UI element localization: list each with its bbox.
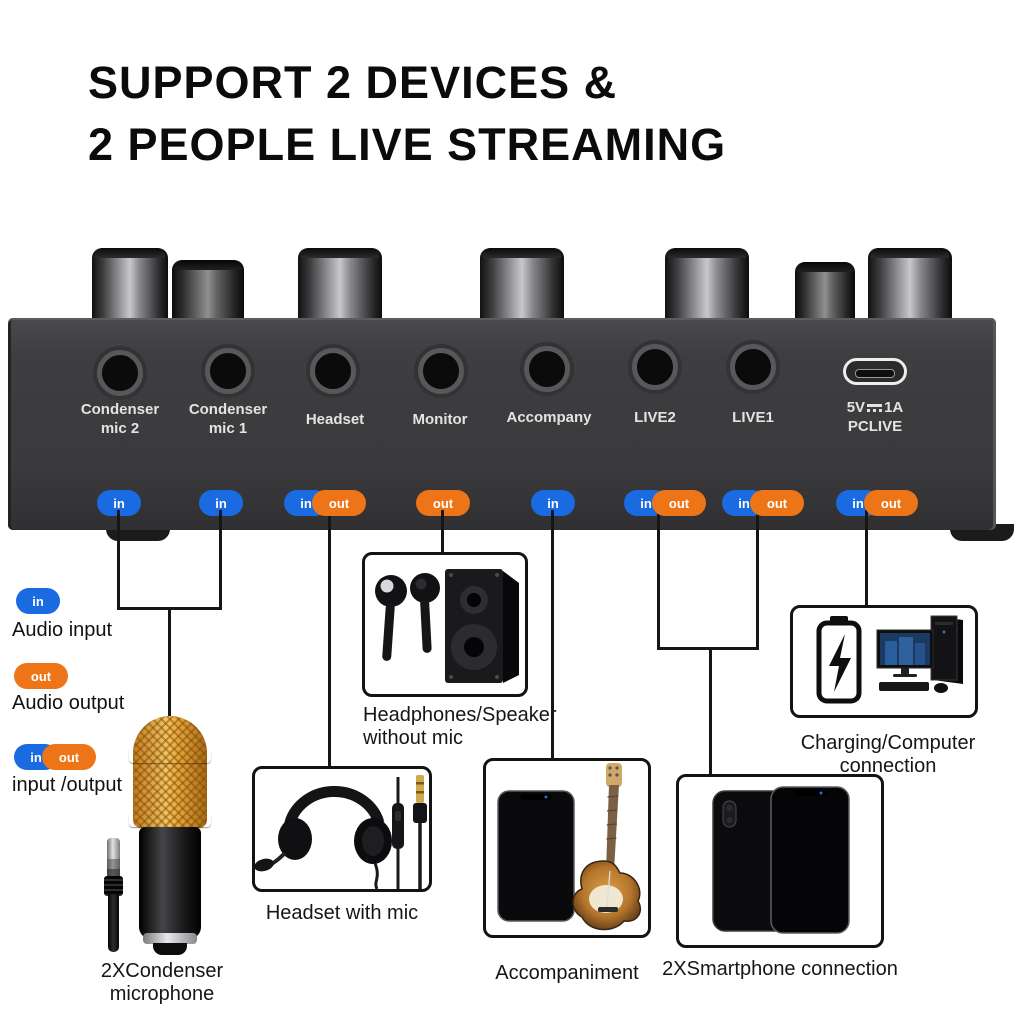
speaker-icon (445, 569, 519, 683)
port-label-condenser-mic-1: Condenser mic 1 (188, 401, 268, 437)
legend-in-badge: in (16, 588, 60, 614)
in-badge: in (531, 490, 575, 516)
out-badge: out (864, 490, 918, 516)
title-line-1: SUPPORT 2 DEVICES & (88, 57, 618, 108)
jack-condenser-mic-1 (205, 348, 251, 394)
mic-mesh (133, 716, 207, 828)
connector-monitor (441, 510, 444, 554)
connector-mic1 (219, 510, 222, 610)
mic-rim-top (129, 748, 211, 763)
smartphone-box (676, 774, 884, 948)
connector-mic-bridge (117, 607, 222, 610)
smartphone-label: 2XSmartphone connection (662, 958, 898, 980)
jack-headset (310, 348, 356, 394)
in-badge: in (97, 490, 141, 516)
smartphone-image (712, 786, 850, 934)
headset-image (254, 775, 427, 890)
port-label-headset: Headset (305, 411, 365, 428)
mic-silver-ring (143, 933, 197, 944)
connector-live2 (657, 510, 660, 650)
accompaniment-box (483, 758, 651, 938)
badge-accompany: in (531, 490, 575, 516)
mic-body (139, 827, 201, 939)
audio-jack-icon (413, 775, 427, 889)
charging-computer-label: Charging/Computer connection (800, 732, 976, 777)
headphones-speaker-label: Headphones/Speaker without mic (363, 704, 557, 749)
legend-audio-output: Audio output (12, 692, 125, 714)
jack-live2 (632, 344, 678, 390)
smartphone-icon (497, 790, 575, 922)
jack-monitor (418, 348, 464, 394)
legend-audio-input: Audio input (12, 619, 113, 641)
phone-front-icon (770, 786, 850, 934)
knob-6 (795, 262, 855, 322)
out-badge: out (652, 490, 706, 516)
dc-symbol-icon (867, 404, 883, 412)
connector-live1 (756, 510, 759, 650)
battery-charging-icon (816, 616, 862, 704)
knob-1 (92, 248, 168, 322)
badge-pclive: in out (836, 490, 918, 516)
mic-base (153, 943, 187, 955)
badge-live1: in out (722, 490, 804, 516)
charging-computer-image (816, 615, 963, 704)
connector-accompany (551, 510, 554, 760)
jack-condenser-mic-2 (97, 350, 143, 396)
desktop-computer-icon (876, 615, 963, 693)
knob-4 (480, 248, 564, 322)
connector-mic-drop (168, 610, 171, 718)
connector-pclive (865, 510, 868, 607)
port-label-condenser-mic-2: Condenser mic 2 (80, 401, 160, 437)
port-label-live1: LIVE1 (732, 409, 774, 426)
connector-live-bridge (657, 647, 759, 650)
headset-box (252, 766, 432, 892)
out-badge: out (312, 490, 366, 516)
port-label-monitor: Monitor (412, 411, 468, 428)
jack-live1 (730, 344, 776, 390)
knob-5 (665, 248, 749, 322)
guitar-icon (572, 763, 642, 931)
accompaniment-label: Accompaniment (495, 962, 639, 984)
knob-2 (172, 260, 244, 322)
headset-label: Headset with mic (265, 902, 419, 924)
inline-remote-icon (392, 777, 404, 889)
title-line-2: 2 PEOPLE LIVE STREAMING (88, 119, 727, 170)
badge-live2: in out (624, 490, 706, 516)
legend-input-output: input /output (12, 774, 123, 796)
accompaniment-image (497, 763, 642, 931)
usb-c-port (843, 358, 907, 385)
connector-headset (328, 510, 331, 768)
audio-jack-icon (107, 838, 120, 878)
badge-condenser-mic-2: in (97, 490, 141, 516)
knob-3 (298, 248, 382, 322)
headphones-speaker-image (375, 569, 519, 683)
legend-inout-badge: in out (14, 744, 96, 770)
page-title: SUPPORT 2 DEVICES & 2 PEOPLE LIVE STREAM… (88, 52, 726, 176)
pclive-text: PCLIVE (847, 418, 903, 435)
port-label-accompany: Accompany (506, 409, 592, 426)
headphones-speaker-box (362, 552, 528, 697)
out-badge: out (750, 490, 804, 516)
port-label-live2: LIVE2 (634, 409, 676, 426)
earbud-icon (410, 573, 440, 603)
jack-accompany (524, 346, 570, 392)
knob-7 (868, 248, 952, 322)
device-rear-panel (8, 318, 996, 530)
badge-headset: in out (284, 490, 366, 516)
connector-mic2 (117, 510, 120, 610)
charging-computer-box (790, 605, 978, 718)
connector-live-drop (709, 650, 712, 776)
condenser-mic-label: 2XCondenser microphone (100, 960, 224, 1005)
mic-rim-bottom (129, 812, 211, 827)
headset-icon (254, 785, 392, 890)
legend-out-badge: out (14, 663, 68, 689)
